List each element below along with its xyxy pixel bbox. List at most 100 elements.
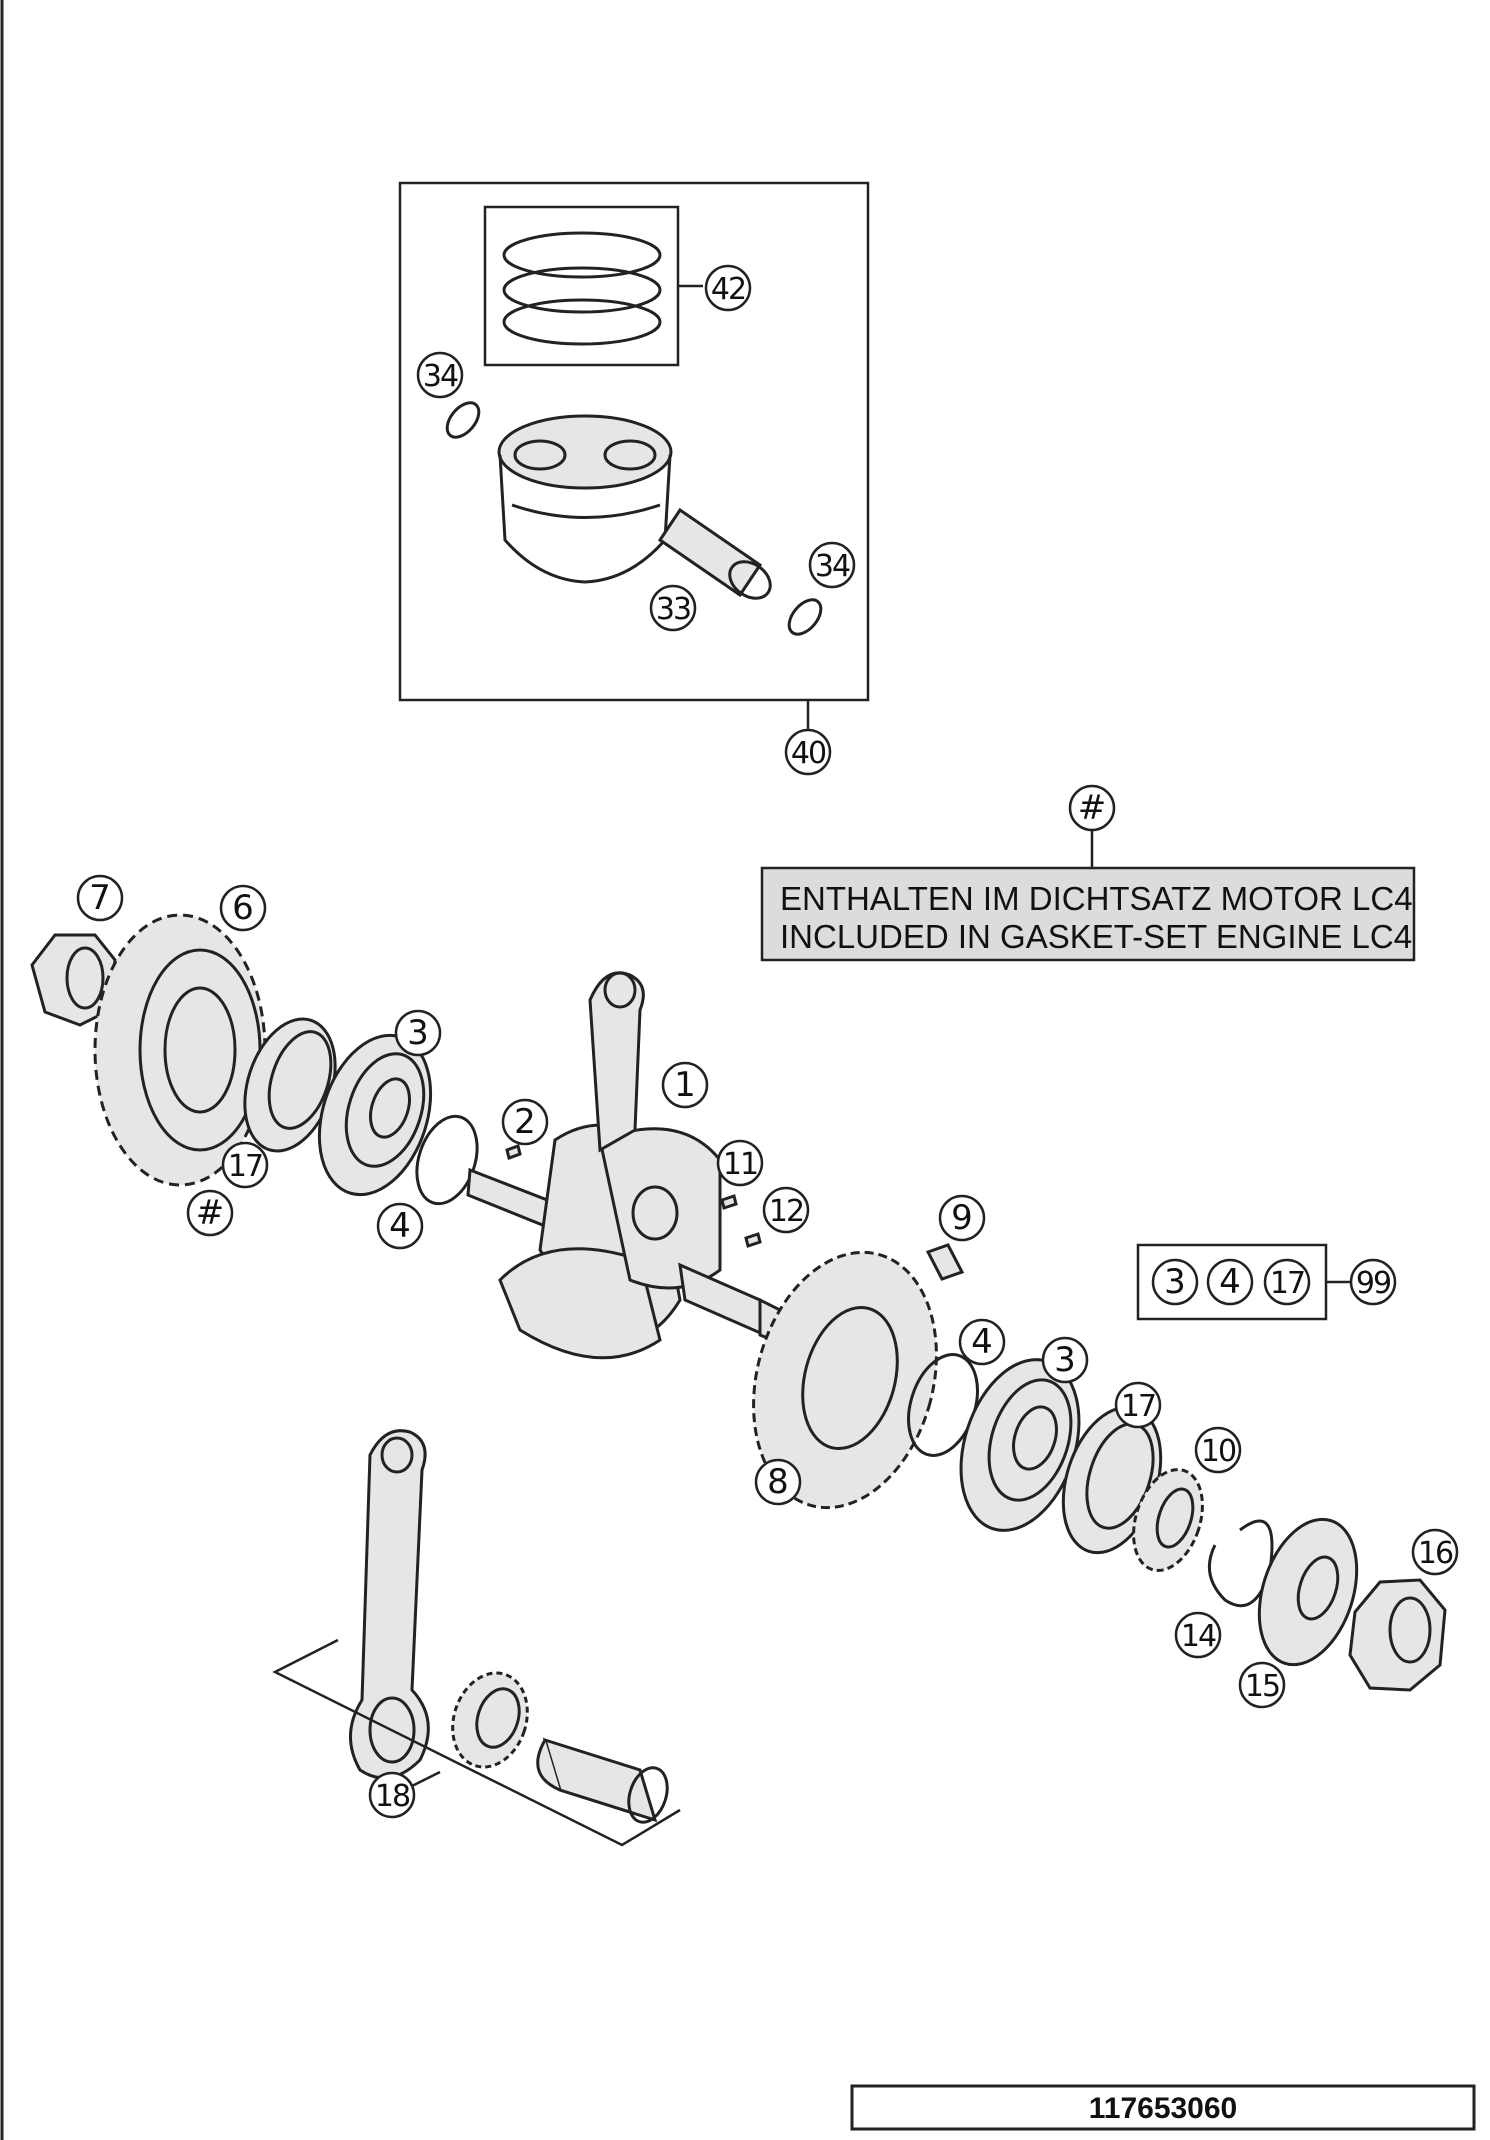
callout-c18: 18	[368, 1771, 416, 1819]
callout-circle	[716, 1139, 764, 1187]
callout-number: #	[1078, 788, 1107, 828]
crankshaft-drawing	[466, 971, 792, 1360]
kit-target-number: 99	[1356, 1266, 1390, 1301]
callout-c11: 11	[716, 1139, 764, 1187]
callout-hash_b: #	[186, 1189, 234, 1237]
sprocket-drawing	[752, 1250, 938, 1510]
callout-circle	[376, 1202, 424, 1250]
nut-right-drawing	[1348, 1578, 1447, 1692]
callout-circle	[186, 1189, 234, 1237]
callout-circle	[501, 1098, 549, 1146]
callout-circle	[368, 1771, 416, 1819]
callout-c17b: 17	[1114, 1381, 1162, 1429]
callout-c17a: 17	[221, 1141, 269, 1189]
callout-number: 3	[1054, 1340, 1076, 1380]
callout-circle	[1411, 1528, 1459, 1576]
callout-circle	[704, 264, 752, 312]
note-box	[760, 866, 1416, 962]
callout-circle	[1041, 1336, 1089, 1384]
callout-number: 1	[674, 1065, 696, 1105]
callout-number: 11	[723, 1147, 757, 1182]
circlip-top-drawing	[445, 401, 481, 439]
callout-circle	[754, 1458, 802, 1506]
nut-left-drawing	[30, 933, 117, 1027]
callout-c15: 15	[1238, 1661, 1286, 1709]
kit-item-circle	[1263, 1258, 1311, 1306]
piston-drawing	[497, 414, 673, 584]
kit-item-circle	[1151, 1258, 1199, 1306]
kit-item-circle	[1206, 1258, 1254, 1306]
callout-number: 10	[1201, 1434, 1236, 1469]
callout-c34b: 34	[808, 541, 856, 589]
callout-number: 4	[389, 1206, 411, 1246]
callout-number: 12	[769, 1194, 803, 1229]
shim-left-drawing	[415, 1114, 479, 1206]
kit-item-callout: 17	[1263, 1258, 1311, 1306]
callout-circle	[784, 728, 832, 776]
callout-number: 17	[1121, 1389, 1155, 1424]
callout-number: 33	[656, 592, 690, 627]
callout-c33: 33	[649, 584, 697, 632]
callout-c14: 14	[1174, 1611, 1222, 1659]
kit-target-callout: 99	[1349, 1258, 1397, 1306]
callout-circle	[416, 351, 464, 399]
callout-number: 7	[89, 878, 111, 918]
callout-circle	[1194, 1426, 1242, 1474]
callout-number: 16	[1418, 1536, 1453, 1571]
callout-circle	[938, 1194, 986, 1242]
callout-circle	[394, 1009, 442, 1057]
callout-c40: 40	[784, 728, 832, 776]
callout-circle	[1114, 1381, 1162, 1429]
callout-c9: 9	[938, 1194, 986, 1242]
note-line-en: INCLUDED IN GASKET-SET ENGINE LC4	[780, 918, 1412, 955]
callout-c10: 10	[1194, 1426, 1242, 1474]
needle-bearing-drawing	[451, 1671, 529, 1769]
callout-number: 40	[791, 736, 826, 771]
callout-c8: 8	[754, 1458, 802, 1506]
kit-item-callout: 3	[1151, 1258, 1199, 1306]
callout-hash_a: #	[1068, 784, 1116, 832]
callout-number: 2	[514, 1102, 536, 1142]
callout-circle	[1068, 784, 1116, 832]
callout-c2: 2	[501, 1098, 549, 1146]
callout-c1: 1	[661, 1061, 709, 1109]
drawing-code-block: 117653060	[850, 2084, 1476, 2131]
callout-circle	[958, 1318, 1006, 1366]
kit-item-number: 3	[1164, 1262, 1186, 1302]
callout-c4a: 4	[376, 1202, 424, 1250]
small-gear-drawing	[1132, 1468, 1204, 1572]
kit-item-callout: 4	[1206, 1258, 1254, 1306]
callout-circle	[219, 884, 267, 932]
callout-number: 17	[228, 1149, 262, 1184]
drawing-code-box	[850, 2084, 1476, 2131]
callout-number: 42	[711, 272, 745, 307]
callout-number: 18	[375, 1779, 410, 1814]
callout-circle	[661, 1061, 709, 1109]
callout-number: #	[196, 1193, 225, 1233]
circlip-right-ring-drawing	[1207, 1519, 1274, 1608]
callout-circle	[1174, 1611, 1222, 1659]
callout-number: 9	[951, 1198, 973, 1238]
gasket-note: ENTHALTEN IM DICHTSATZ MOTOR LC4 INCLUDE…	[760, 830, 1416, 962]
callout-c34a: 34	[416, 351, 464, 399]
drawing-code-text: 117653060	[1089, 2092, 1238, 2125]
piston-ring-frame	[483, 205, 680, 367]
callout-number: 34	[815, 549, 850, 584]
callout-number: 6	[232, 888, 254, 928]
callout-number: 3	[407, 1013, 429, 1053]
callout-circle	[221, 1141, 269, 1189]
kit-target-circle	[1349, 1258, 1397, 1306]
callout-number: 8	[767, 1462, 789, 1502]
callout-c42: 42	[704, 264, 752, 312]
conrod-kit-group	[272, 1429, 681, 1847]
callout-c3a: 3	[394, 1009, 442, 1057]
callout-circle	[649, 584, 697, 632]
washer-drawing	[1257, 1517, 1359, 1667]
piston-pin-drawing	[657, 507, 772, 600]
kit-item-number: 17	[1270, 1266, 1304, 1301]
callout-c4b: 4	[958, 1318, 1006, 1366]
repair-kit-group	[1136, 1243, 1350, 1321]
callout-number: 15	[1245, 1669, 1279, 1704]
